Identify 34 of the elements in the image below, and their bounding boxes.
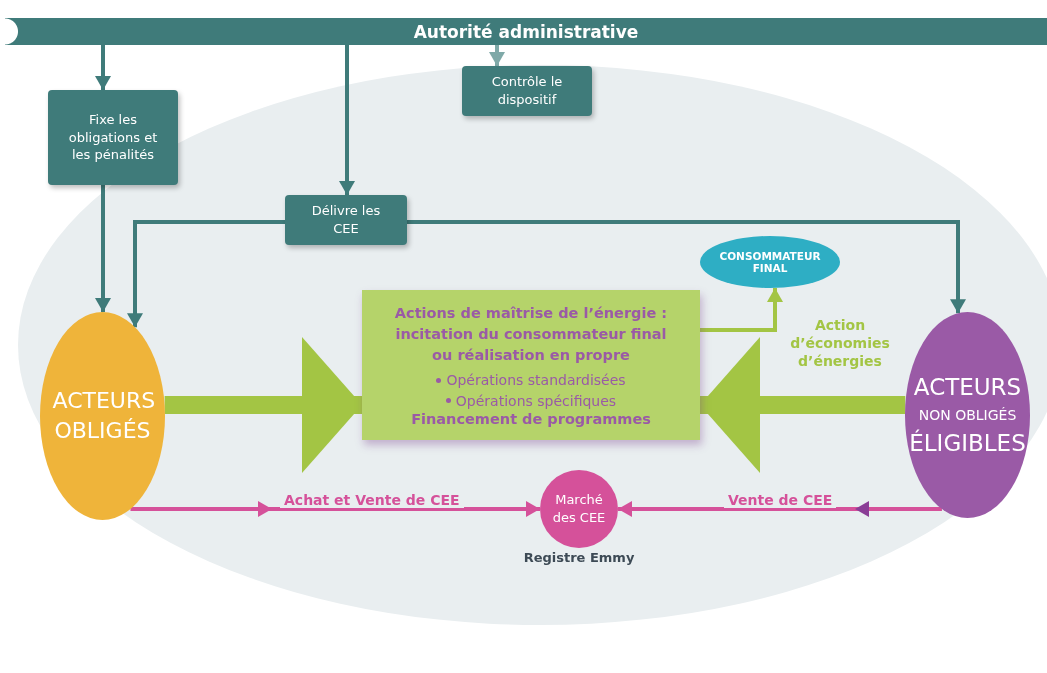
block-arrow [700, 337, 906, 473]
process-box [48, 90, 178, 185]
process-box [462, 66, 592, 116]
node-label: ACTEURS OBLIGÉS [52, 387, 153, 445]
node-label: Financement de programmes [411, 410, 651, 427]
node-label: CONSOMMATEUR FINAL [718, 250, 822, 274]
bullet-item: Opérations spécifiques [445, 390, 617, 411]
bullet-item: Opérations standardisées [436, 370, 626, 391]
arrow [339, 45, 355, 195]
node-label: ACTEURS [913, 373, 1022, 402]
edge-label: Achat et Vente de CEE [280, 492, 464, 508]
action-box [362, 290, 700, 440]
arrow [95, 45, 111, 90]
edge-label: Vente de CEE [724, 492, 837, 508]
arrow [700, 287, 783, 332]
arrow [489, 45, 505, 66]
arrow [130, 501, 540, 517]
node-label: Fixe les obligations et les pénalités [67, 111, 159, 164]
edge-label: Action d’économies d’énergies [789, 315, 891, 371]
node-label: ÉLIGIBLES [909, 428, 1026, 458]
arrow [127, 220, 285, 328]
arrow [407, 220, 966, 314]
block-arrow [164, 337, 362, 473]
arrow [618, 501, 942, 517]
node-label: Registre Emmy [522, 550, 636, 565]
node-label: Contrôle le dispositif [490, 73, 564, 109]
header-bar [5, 18, 1047, 45]
node-label: NON OBLIGÉS [918, 405, 1017, 425]
node-label: Marché des CEE [551, 491, 607, 527]
process-box [285, 195, 407, 245]
node-label: Délivre les CEE [311, 202, 381, 238]
header-label: Autorité administrative [413, 21, 639, 42]
arrow [95, 185, 111, 312]
heading: Actions de maîtrise de l’énergie : incitation du consommateur final ou réalisation en propre [393, 304, 669, 366]
